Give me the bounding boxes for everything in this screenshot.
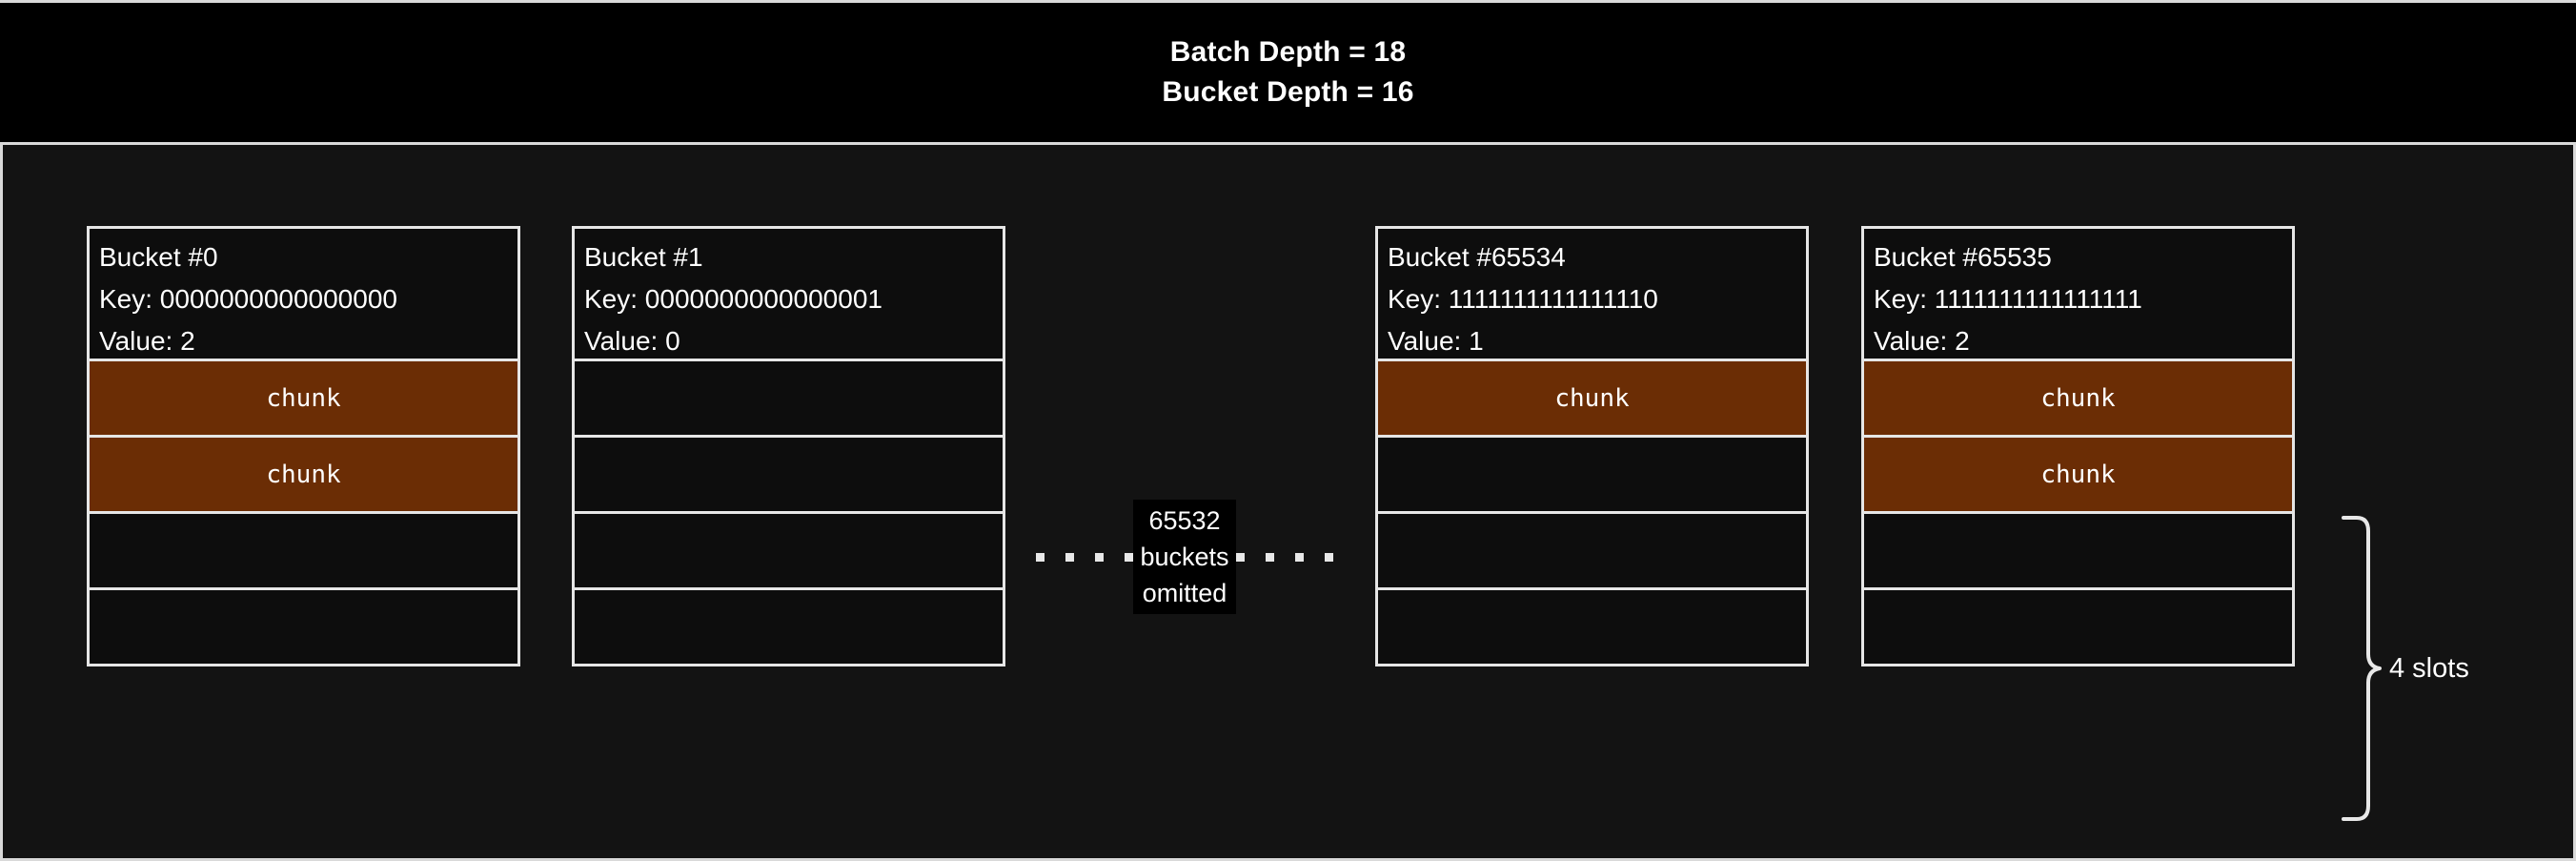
- ellipsis-dot-icon: [1265, 552, 1274, 562]
- bucket-0-slot-0[interactable]: chunk: [87, 361, 520, 438]
- bucket-0-slot-2[interactable]: [87, 514, 520, 590]
- bucket-header-65534: Bucket #65534 Key: 1111111111111110 Valu…: [1375, 226, 1809, 361]
- bucket-header-65535: Bucket #65535 Key: 1111111111111111 Valu…: [1861, 226, 2295, 361]
- bucket-depth-label: Bucket Depth = 16: [1162, 76, 1414, 108]
- bucket-key-0: Key: 0000000000000000: [99, 284, 397, 314]
- bucket-card-1[interactable]: Bucket #1 Key: 0000000000000001 Value: 0: [572, 226, 1005, 666]
- ellipsis-dot-icon: [1036, 552, 1045, 562]
- bucket-65535-slot-0[interactable]: chunk: [1861, 361, 2295, 438]
- chunk-label: chunk: [2040, 383, 2116, 413]
- ellipsis-dot-icon: [1324, 552, 1333, 562]
- bucket-header-1: Bucket #1 Key: 0000000000000001 Value: 0: [572, 226, 1005, 361]
- ellipsis-right: [1235, 552, 1333, 562]
- omitted-count-noun: buckets: [1140, 543, 1229, 571]
- slots-count-label: 4 slots: [2389, 652, 2469, 684]
- bucket-65535-slot-1[interactable]: chunk: [1861, 438, 2295, 514]
- curly-brace-icon: [2342, 516, 2382, 821]
- bucket-65534-slot-2[interactable]: [1375, 514, 1809, 590]
- bucket-65535-slot-2[interactable]: [1861, 514, 2295, 590]
- bucket-key-65535: Key: 1111111111111111: [1874, 284, 2142, 314]
- body-panel: Bucket #0 Key: 0000000000000000 Value: 2…: [0, 145, 2576, 861]
- bucket-65534-slot-3[interactable]: [1375, 590, 1809, 666]
- slots-annotation: 4 slots: [2340, 511, 2530, 826]
- omitted-count-label: 65532 buckets omitted: [1133, 500, 1236, 614]
- bucket-title-65535: Bucket #65535: [1874, 242, 2052, 272]
- bucket-1-slot-1[interactable]: [572, 438, 1005, 514]
- bucket-title-1: Bucket #1: [584, 242, 703, 272]
- ellipsis-dot-icon: [1235, 552, 1245, 562]
- bucket-0-slot-1[interactable]: chunk: [87, 438, 520, 514]
- bucket-title-65534: Bucket #65534: [1388, 242, 1566, 272]
- bucket-0-slot-3[interactable]: [87, 590, 520, 666]
- bucket-65535-slot-3[interactable]: [1861, 590, 2295, 666]
- bucket-key-1: Key: 0000000000000001: [584, 284, 882, 314]
- ellipsis-dot-icon: [1095, 552, 1105, 562]
- chunk-label: chunk: [1554, 383, 1630, 413]
- bucket-value-1: Value: 0: [584, 326, 680, 356]
- bucket-65534-slot-1[interactable]: [1375, 438, 1809, 514]
- ellipsis-dot-icon: [1294, 552, 1304, 562]
- ellipsis-left: [1036, 552, 1134, 562]
- bucket-card-0[interactable]: Bucket #0 Key: 0000000000000000 Value: 2…: [87, 226, 520, 666]
- bucket-1-slot-0[interactable]: [572, 361, 1005, 438]
- bucket-65534-slot-0[interactable]: chunk: [1375, 361, 1809, 438]
- omitted-count-state: omitted: [1142, 579, 1227, 607]
- batch-depth-label: Batch Depth = 18: [1169, 36, 1407, 68]
- bucket-card-65534[interactable]: Bucket #65534 Key: 1111111111111110 Valu…: [1375, 226, 1809, 666]
- ellipsis-dot-icon: [1065, 552, 1075, 562]
- bucket-title-0: Bucket #0: [99, 242, 218, 272]
- chunk-label: chunk: [2040, 460, 2116, 489]
- bucket-1-slot-2[interactable]: [572, 514, 1005, 590]
- bucket-1-slot-3[interactable]: [572, 590, 1005, 666]
- ellipsis-dot-icon: [1125, 552, 1134, 562]
- bucket-value-65534: Value: 1: [1388, 326, 1484, 356]
- bucket-key-65534: Key: 1111111111111110: [1388, 284, 1658, 314]
- bucket-value-0: Value: 2: [99, 326, 195, 356]
- chunk-label: chunk: [266, 383, 341, 413]
- bucket-header-0: Bucket #0 Key: 0000000000000000 Value: 2: [87, 226, 520, 361]
- omitted-buckets-marker: 65532 buckets omitted: [1032, 500, 1337, 614]
- bucket-card-65535[interactable]: Bucket #65535 Key: 1111111111111111 Valu…: [1861, 226, 2295, 666]
- omitted-count-number: 65532: [1148, 506, 1221, 535]
- header-band: Batch Depth = 18 Bucket Depth = 16: [0, 0, 2576, 145]
- bucket-value-65535: Value: 2: [1874, 326, 1970, 356]
- chunk-label: chunk: [266, 460, 341, 489]
